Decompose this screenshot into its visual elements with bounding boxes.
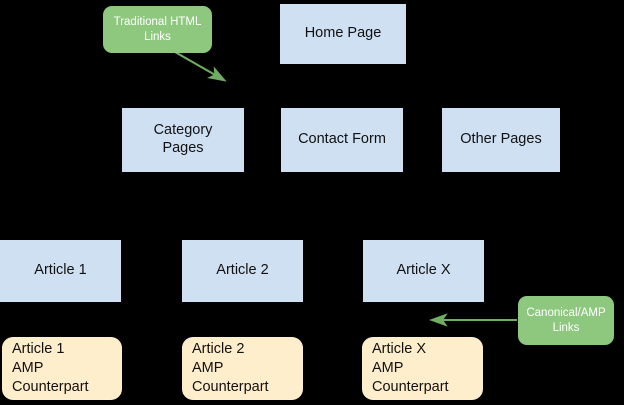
node-article-x[interactable]: Article X xyxy=(363,240,484,302)
node-home-page[interactable]: Home Page xyxy=(280,4,406,64)
node-article-1-amp-counterpart[interactable]: Article 1 AMP Counterpart xyxy=(2,337,122,400)
node-category-pages[interactable]: Category Pages xyxy=(122,108,244,172)
arrow-traditional-html-links xyxy=(174,51,227,82)
callout-canonical-amp-links: Canonical/AMP Links xyxy=(518,296,614,345)
node-contact-form[interactable]: Contact Form xyxy=(281,108,403,172)
node-article-2[interactable]: Article 2 xyxy=(182,240,303,302)
node-article-x-amp-counterpart[interactable]: Article X AMP Counterpart xyxy=(362,337,483,400)
node-article-1[interactable]: Article 1 xyxy=(0,240,121,302)
node-article-2-amp-counterpart[interactable]: Article 2 AMP Counterpart xyxy=(182,337,303,400)
node-other-pages[interactable]: Other Pages xyxy=(442,108,560,172)
callout-traditional-html-links: Traditional HTML Links xyxy=(103,6,212,53)
